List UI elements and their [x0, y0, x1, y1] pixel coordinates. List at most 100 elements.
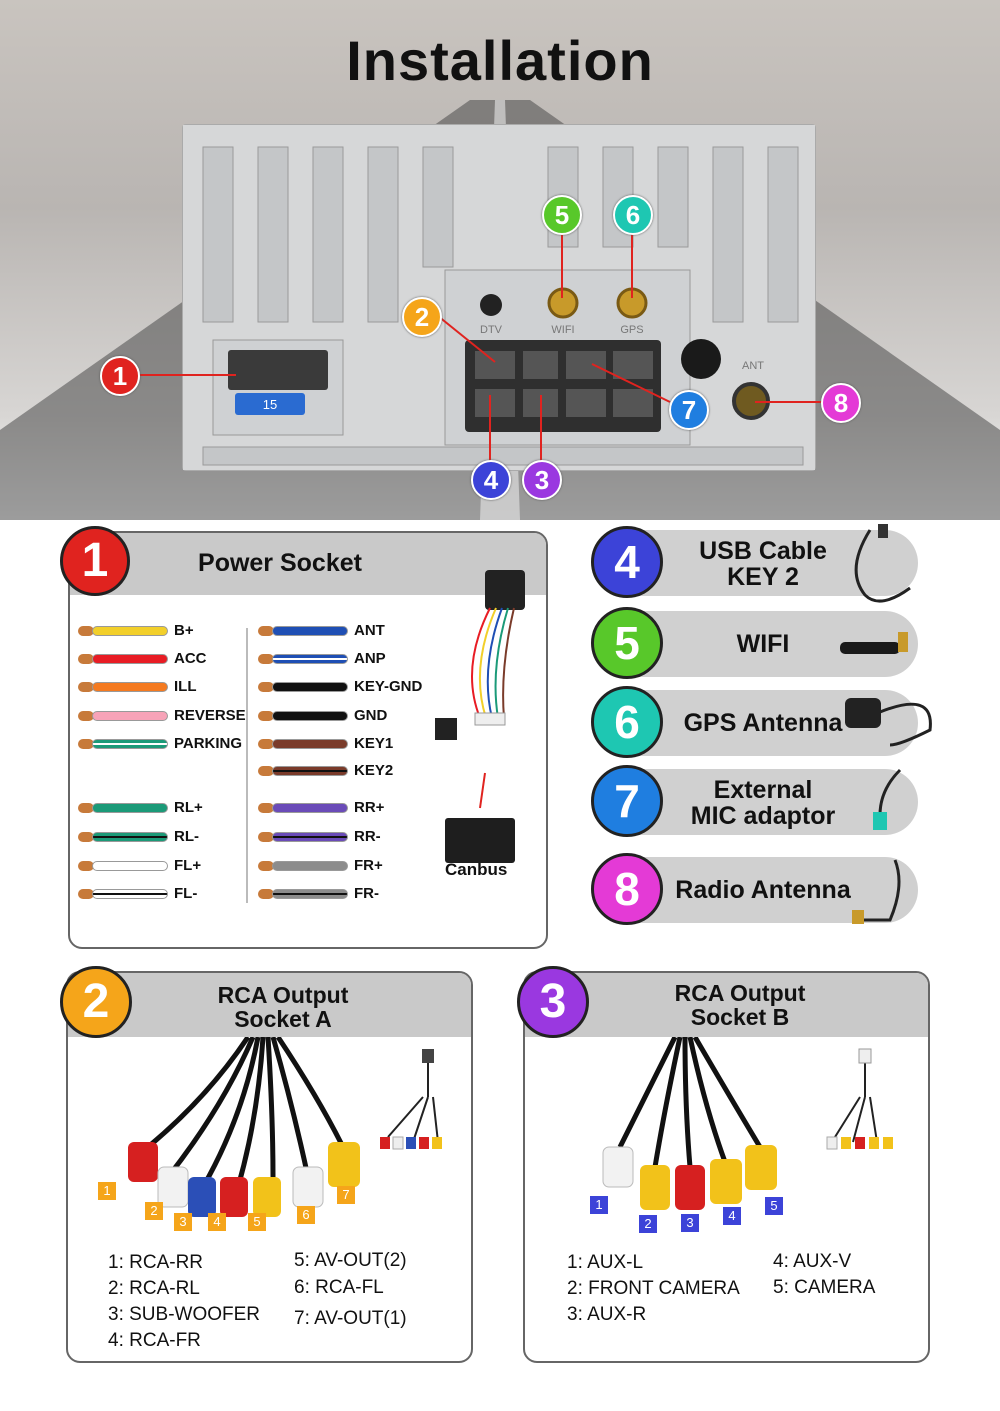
callout-lines: [138, 232, 822, 462]
side-item-4-label: USB Cable KEY 2: [699, 537, 827, 591]
rca-a-legend-5: 5: AV-OUT(2): [294, 1250, 407, 1271]
wire-tip: [78, 654, 94, 664]
wire-tip: [258, 803, 274, 813]
wire-divider: [246, 628, 248, 903]
power-harness-illustration: [435, 570, 525, 863]
side-item-4-badge: 4: [591, 526, 663, 598]
wire-label: KEY1: [354, 735, 394, 752]
side-item-7-label: External MIC adaptor: [690, 776, 836, 830]
rca-a-tag-6: 6: [297, 1206, 315, 1224]
rca-a-legend-6: 6: RCA-FL: [294, 1277, 384, 1298]
wire-tip: [258, 682, 274, 692]
wire-tip: [78, 739, 94, 749]
rca-b-legend-2: 2: FRONT CAMERA: [567, 1278, 740, 1299]
rca-b-tag-5: 5: [765, 1197, 783, 1215]
rca-b-cable-illustration: [602, 1037, 893, 1210]
wire-label: GND: [354, 707, 388, 724]
rca-b-title: RCA Output Socket B: [674, 980, 806, 1030]
rca-b-tag-1: 1: [590, 1196, 608, 1214]
wire-b-: [92, 626, 168, 636]
rca-b-legend-1: 1: AUX-L: [567, 1252, 644, 1273]
wire-tip: [258, 766, 274, 776]
rca-b-tag-3: 3: [681, 1214, 699, 1232]
wire-label: ACC: [174, 650, 207, 667]
wire-label: RL+: [174, 799, 203, 816]
wire-tip: [78, 803, 94, 813]
rca-a-tag-7: 7: [337, 1186, 355, 1204]
callout-4: 4: [471, 460, 511, 500]
rca-a-number-badge: 2: [60, 966, 132, 1038]
side-item-8-badge: 8: [591, 853, 663, 925]
side-item-6-badge: 6: [591, 686, 663, 758]
fuse-label: 15: [263, 397, 277, 412]
wire-fl-: [92, 889, 168, 899]
rca-a-tag-3: 3: [174, 1213, 192, 1231]
callout-2: 2: [402, 297, 442, 337]
ant-port-label: ANT: [742, 360, 764, 372]
rca-b-legend-4: 4: AUX-V: [773, 1251, 852, 1272]
wire-tip: [78, 832, 94, 842]
side-item-5-badge: 5: [591, 607, 663, 679]
wire-anp: [272, 654, 348, 664]
wire-label: B+: [174, 622, 194, 639]
power-socket-header: [70, 533, 546, 595]
rca-a-legend-7: 7: AV-OUT(1): [294, 1308, 407, 1329]
wire-key1: [272, 739, 348, 749]
callout-1: 1: [100, 356, 140, 396]
wire-fr-: [272, 889, 348, 899]
wire-label: FL+: [174, 857, 202, 874]
power-socket-title: Power Socket: [198, 549, 362, 577]
wire-label: REVERSE: [174, 707, 246, 724]
wire-tip: [258, 889, 274, 899]
rca-a-legend-1: 1: RCA-RR: [108, 1252, 204, 1273]
wire-tip: [258, 739, 274, 749]
wire-parking: [92, 739, 168, 749]
wire-fr-: [272, 861, 348, 871]
wire-tip: [258, 861, 274, 871]
side-item-illustrations: [840, 524, 932, 924]
wire-label: PARKING: [174, 735, 243, 752]
rca-b-tag-4: 4: [723, 1207, 741, 1225]
wire-label: FR-: [354, 885, 379, 902]
rca-a-title: RCA Output Socket A: [217, 982, 349, 1032]
rca-a-panel: RCA Output Socket A 1 2 3 4: [66, 971, 473, 1363]
wire-label: ILL: [174, 678, 197, 695]
wire-label: RR+: [354, 799, 385, 816]
rca-a-legend-4: 4: RCA-FR: [108, 1330, 201, 1351]
callout-5: 5: [542, 195, 582, 235]
side-item-8-label: Radio Antenna: [675, 876, 851, 904]
wire-tip: [78, 889, 94, 899]
wire-label: ANT: [354, 622, 385, 639]
rca-a-cable-illustration: [128, 1037, 442, 1217]
rca-a-tag-5: 5: [248, 1213, 266, 1231]
wire-tip: [78, 861, 94, 871]
wire-label: FR+: [354, 857, 383, 874]
side-item-7-pill: [620, 769, 918, 835]
page-title: Installation: [346, 29, 654, 92]
gps-port-label: GPS: [620, 324, 643, 336]
wire-rl-: [92, 832, 168, 842]
rca-a-legend-2: 2: RCA-RL: [108, 1278, 200, 1299]
head-unit-back: 15 DTV WIFI GPS ANT: [182, 124, 816, 471]
rca-b-legend-3: 3: AUX-R: [567, 1304, 647, 1325]
wire-acc: [92, 654, 168, 664]
wire-label: FL-: [174, 885, 198, 902]
wire-tip: [78, 626, 94, 636]
wire-tip: [258, 832, 274, 842]
rca-a-tag-2: 2: [145, 1202, 163, 1220]
head-unit-illustration: 15 DTV WIFI GPS ANT: [183, 125, 815, 470]
wire-label: ANP: [354, 650, 386, 667]
wifi-port-label: WIFI: [551, 324, 574, 336]
wire-label: KEY-GND: [354, 678, 423, 695]
rca-b-number-badge: 3: [517, 966, 589, 1038]
wire-tip: [258, 626, 274, 636]
callout-8: 8: [821, 383, 861, 423]
callout-6: 6: [613, 195, 653, 235]
side-item-8-pill: [620, 857, 918, 923]
wire-tip: [258, 711, 274, 721]
side-item-4-pill: [620, 530, 918, 596]
wire-rr-: [272, 832, 348, 842]
wire-rl-: [92, 803, 168, 813]
wire-label: RR-: [354, 828, 381, 845]
